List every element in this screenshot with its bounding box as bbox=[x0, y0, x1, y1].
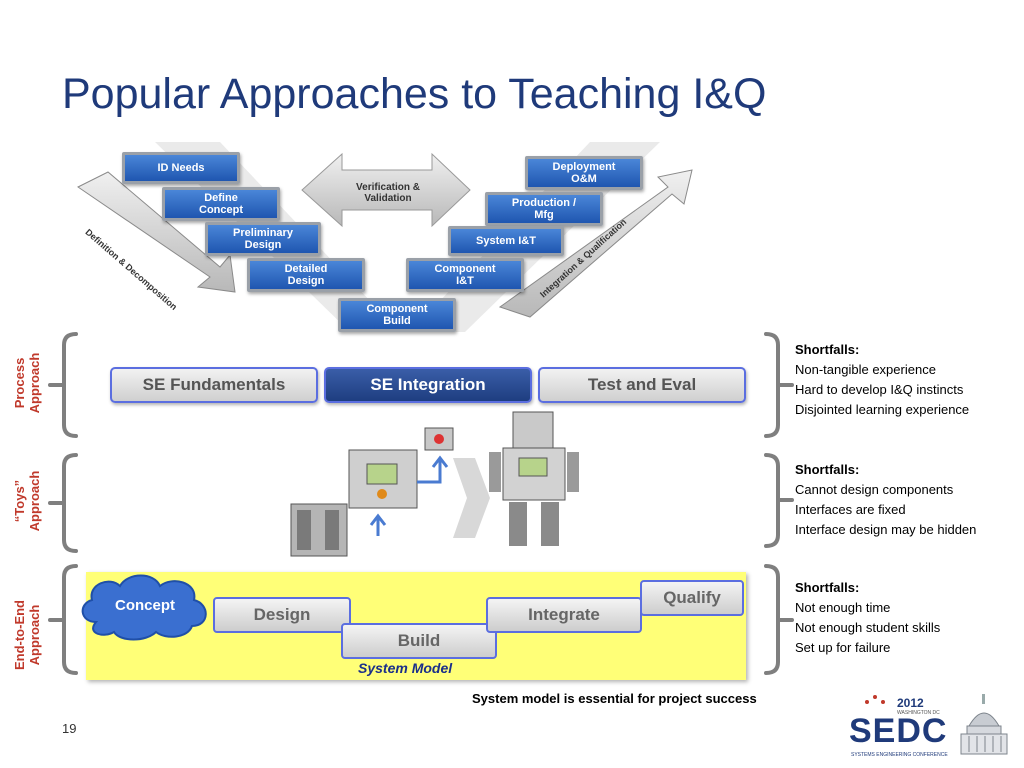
concept-label: Concept bbox=[115, 597, 175, 614]
step-integrate: Integrate bbox=[486, 597, 642, 633]
right-diagonal-arrow bbox=[498, 169, 693, 318]
left-diagonal-arrow bbox=[77, 171, 236, 293]
phase-se-integration: SE Integration bbox=[324, 367, 532, 403]
step-design: Design bbox=[213, 597, 351, 633]
vv-arrow bbox=[301, 152, 471, 228]
bracket-process-left bbox=[62, 332, 78, 438]
capitol-dome-icon bbox=[960, 694, 1008, 755]
process-shortfalls-title: Shortfalls: bbox=[795, 342, 860, 357]
v-box-production: Production / Mfg bbox=[485, 192, 603, 226]
assembled-robot-icon bbox=[489, 411, 579, 546]
process-shortfalls: Shortfalls: Non-tangible experience Hard… bbox=[795, 340, 969, 420]
process-shortfall-item: Non-tangible experience bbox=[795, 362, 936, 377]
e2e-shortfall-item: Set up for failure bbox=[795, 640, 891, 655]
phase-test-and-eval: Test and Eval bbox=[538, 367, 746, 403]
e2e-shortfall-item: Not enough student skills bbox=[795, 620, 941, 635]
e2e-approach-label: End-to-End Approach bbox=[12, 599, 42, 671]
v-box-component-it: Component I&T bbox=[406, 258, 524, 292]
page-title: Popular Approaches to Teaching I&Q bbox=[62, 70, 767, 118]
e2e-shortfalls: Shortfalls: Not enough time Not enough s… bbox=[795, 578, 940, 658]
toys-approach-label: “Toys” Approach bbox=[12, 470, 42, 532]
system-model-label: System Model bbox=[358, 660, 453, 676]
v-box-detailed-design: Detailed Design bbox=[247, 258, 365, 292]
bracket-toys-right bbox=[764, 453, 780, 548]
robot-sensor-icon bbox=[424, 427, 454, 451]
transition-arrow-icon bbox=[453, 458, 490, 538]
stars-icon bbox=[865, 695, 885, 704]
toys-shortfalls: Shortfalls: Cannot design components Int… bbox=[795, 460, 976, 540]
robot-legs-icon bbox=[290, 503, 348, 557]
v-model-diagram: Verification & Validation Definition & D… bbox=[60, 132, 760, 332]
toys-shortfalls-title: Shortfalls: bbox=[795, 462, 860, 477]
toys-shortfall-item: Interfaces are fixed bbox=[795, 502, 906, 517]
e2e-shortfalls-title: Shortfalls: bbox=[795, 580, 860, 595]
step-qualify: Qualify bbox=[640, 580, 744, 616]
e2e-shortfall-item: Not enough time bbox=[795, 600, 891, 615]
up-arrow-icon bbox=[369, 513, 387, 536]
sedc-logo: 2012 WASHINGTON DC SEDC SYSTEMS ENGINEER… bbox=[845, 690, 1015, 764]
process-approach-label: Process Approach bbox=[12, 352, 42, 414]
logo-city: WASHINGTON DC bbox=[897, 710, 940, 716]
concept-cloud: Concept bbox=[76, 570, 214, 642]
logo-tagline: SYSTEMS ENGINEERING CONFERENCE bbox=[851, 752, 948, 758]
step-build: Build bbox=[341, 623, 497, 659]
logo-name: SEDC bbox=[849, 712, 948, 750]
vv-label: Verification & Validation bbox=[356, 182, 420, 204]
process-shortfall-item: Disjointed learning experience bbox=[795, 402, 970, 417]
v-box-system-it: System I&T bbox=[448, 226, 564, 256]
v-box-component-build: Component Build bbox=[338, 298, 456, 332]
bracket-toys-left bbox=[62, 453, 78, 553]
v-box-preliminary-design: Preliminary Design bbox=[205, 222, 321, 256]
toys-shortfall-item: Cannot design components bbox=[795, 482, 954, 497]
robot-illustration bbox=[290, 411, 579, 557]
bracket-e2e-right bbox=[764, 564, 780, 675]
robot-brick-icon bbox=[348, 449, 418, 509]
toys-shortfall-item: Interface design may be hidden bbox=[795, 522, 977, 537]
v-box-id-needs: ID Needs bbox=[122, 152, 240, 184]
page-number: 19 bbox=[62, 721, 77, 736]
bracket-process-right bbox=[764, 332, 780, 438]
bracket-e2e-left bbox=[62, 564, 78, 675]
logo-year: 2012 bbox=[897, 696, 924, 710]
v-box-deployment: Deployment O&M bbox=[525, 156, 643, 190]
process-shortfall-item: Hard to develop I&Q instincts bbox=[795, 382, 964, 397]
system-model-note: System model is essential for project su… bbox=[472, 691, 757, 706]
v-box-define-concept: Define Concept bbox=[162, 187, 280, 221]
phase-se-fundamentals: SE Fundamentals bbox=[110, 367, 318, 403]
up-arrow-icon bbox=[417, 455, 449, 484]
cloud-icon bbox=[81, 574, 207, 641]
